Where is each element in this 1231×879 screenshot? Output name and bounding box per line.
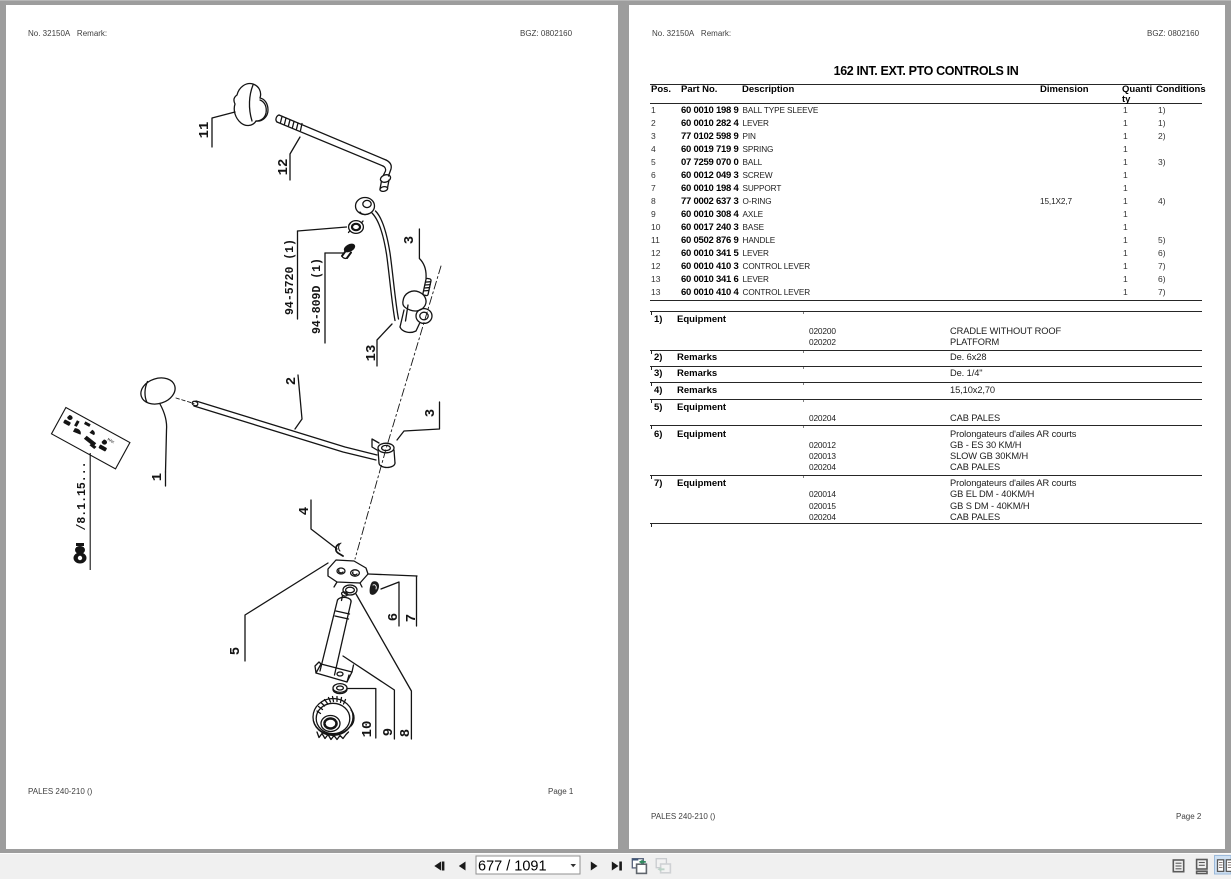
svg-text:10: 10 (360, 721, 376, 738)
svg-text:9: 9 (381, 728, 397, 736)
svg-text:MAX: MAX (106, 438, 115, 445)
svg-text:3: 3 (423, 409, 439, 417)
svg-text:94-5720 (1): 94-5720 (1) (284, 239, 297, 315)
svg-text:3: 3 (402, 236, 418, 244)
svg-text:5: 5 (228, 647, 244, 655)
svg-text:1: 1 (150, 473, 166, 481)
svg-text:6: 6 (386, 613, 402, 621)
svg-text:4: 4 (297, 507, 313, 515)
svg-text:11: 11 (197, 122, 213, 139)
svg-text:13: 13 (364, 345, 380, 362)
svg-text:/8.1.15...: /8.1.15... (76, 461, 89, 530)
svg-text:12: 12 (276, 159, 292, 176)
svg-text:2: 2 (284, 377, 300, 385)
svg-text:94-809D (1): 94-809D (1) (311, 258, 324, 334)
svg-text:7: 7 (404, 614, 420, 622)
svg-text:8: 8 (398, 729, 414, 737)
